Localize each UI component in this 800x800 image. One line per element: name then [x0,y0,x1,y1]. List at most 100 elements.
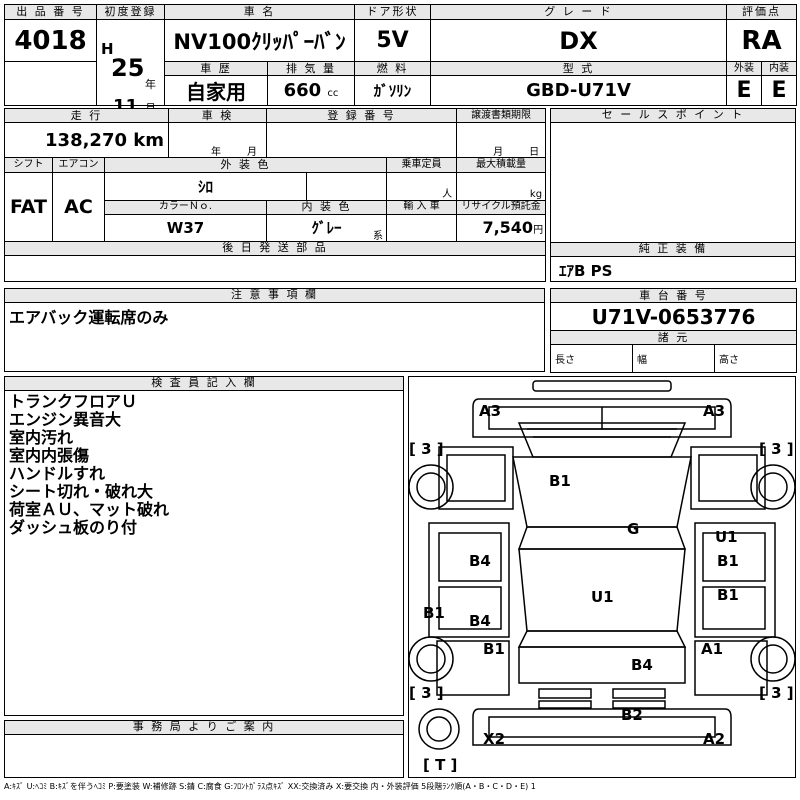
shift: FAT [4,171,53,242]
interior-grade: E [761,75,797,106]
capacity-unit: 人 [386,171,458,201]
mileage-cell: 138,270 km [3,122,170,159]
max-load-unit: kg [456,171,547,201]
damage-b4-left-rear: B4 [469,612,491,630]
int-color: ｸﾞﾚｰ [311,219,342,238]
aircon-label: エアコン [52,157,105,173]
reg-year: 25 [111,54,145,82]
transfer-month-unit: 月 [493,147,504,159]
year-unit: 年 [145,78,156,91]
notice-box: 注 意 事 項 欄 エアバック運転席のみ [4,288,545,372]
exterior-label: 外装 [726,61,762,76]
length-label: 長さ [550,344,633,373]
equipment-label: 純 正 装 備 [551,243,795,257]
damage-a3-right: A3 [703,402,726,420]
damage-b4-rear: B4 [631,656,653,674]
inspector-note: シート切れ・破れ大 [9,482,154,501]
int-color-cell: ｸﾞﾚｰ 系 [266,214,388,243]
capacity-label: 乗車定員 [386,157,458,173]
damage-a2-right: A2 [703,730,726,748]
doors: 5V [354,19,431,62]
mileage-unit: km [133,129,165,151]
import [386,214,458,242]
insp-month-unit: 月 [247,147,258,159]
damage-a1-right-rear: A1 [701,640,724,658]
transfer-label: 譲渡書類期限 [456,107,547,124]
shift-label: シフト [4,157,53,173]
score-label: 評価点 [726,4,797,20]
ext-color-extra [306,171,388,201]
model: GBD-U71V [430,75,727,106]
notice-label: 注 意 事 項 欄 [5,289,544,303]
header-table: 出 品 番 号 初度登録 車 名 ドア形状 グ レ ー ド 評価点 4018 H… [4,4,797,117]
damage-a3-left: A3 [479,402,502,420]
lot-no-label: 出 品 番 号 [4,4,97,20]
history: 自家用 [164,75,268,106]
office-label: 事 務 局 よ り ご 案 内 [5,721,403,735]
color-no-label: カラーＮｏ. [103,199,268,216]
grade: DX [430,19,727,62]
exterior-grade: E [726,75,762,106]
ext-color: ｼﾛ [103,171,308,201]
transfer-day-unit: 日 [529,147,540,159]
history-label: 車 歴 [164,61,268,76]
car-name: NV100ｸﾘｯﾊﾟｰﾊﾞﾝ [164,19,355,62]
recycle-cell: 7,540円 [456,214,547,242]
score: RA [726,19,797,62]
ext-color-label: 外 装 色 [103,157,388,173]
grade-label: グ レ ー ド [430,4,727,20]
later-parts-label: 後 日 発 送 部 品 [3,240,547,257]
damage-b2-bumper: B2 [621,706,643,724]
legend: A:ｷｽﾞ U:ﾍｺﾐ B:ｷｽﾞを伴うﾍｺﾐ P:要塗装 W:補修跡 S:錆 … [4,782,536,791]
model-label: 型 式 [430,61,727,76]
color-no: W37 [103,214,268,242]
mileage-label: 走 行 [3,107,170,124]
inspection-label: 車 検 [168,107,268,124]
recycle-label: リサイクル預託金 [456,199,547,216]
damage-b1-right-front: B1 [717,552,739,570]
sales-points-label: セ ー ル ス ポ イ ン ト [551,109,795,123]
details-table: 走 行 車 検 登 録 番 号 譲渡書類期限 138,270 km 年 月 月 … [3,107,547,282]
reg-no [266,122,458,159]
era: H [101,40,114,58]
tire-rear-right: [ 3 ] [759,684,794,702]
chassis-table: 車 台 番 号 U71V-0653776 諸 元 長さ 幅 高さ [549,288,798,373]
inspector-box: 検 査 員 記 入 欄 トランクフロアＵ エンジン異音大 室内汚れ 室内内張傷 … [4,376,404,716]
recycle: 7,540 [482,218,534,238]
inspection-cell: 年 月 [168,122,268,159]
damage-u1-right-front: U1 [715,528,738,546]
interior-label: 内装 [761,61,797,76]
doors-label: ドア形状 [354,4,431,20]
int-color-label: 内 装 色 [266,199,388,216]
later-parts [3,255,547,282]
equipment-section: 純 正 装 備 ｴｱB PS [551,242,795,284]
width-label: 幅 [632,344,715,373]
inspector-note: 荷室ＡＵ、マット破れ [9,500,170,519]
import-label: 輸 入 車 [386,199,458,216]
inspector-note: エンジン異音大 [9,410,122,429]
displacement-label: 排 気 量 [267,61,355,76]
blank-cell [4,61,97,106]
sales-points-box: セ ー ル ス ポ イ ン ト 純 正 装 備 ｴｱB PS [550,108,796,282]
car-outline [408,380,796,750]
spare-tire: [ T ] [423,756,458,774]
transfer-cell: 月 日 [456,122,547,159]
inspector-note: 室内内張傷 [9,446,90,465]
inspector-note: トランクフロアＵ [9,392,138,411]
first-reg-label: 初度登録 [96,4,165,20]
damage-b1-hood: B1 [549,472,571,490]
damage-u1-roof: U1 [591,588,614,606]
chassis-no: U71V-0653776 [549,302,798,331]
int-color-unit: 系 [373,231,384,243]
fuel-label: 燃 料 [354,61,431,76]
notice-text: エアバック運転席のみ [9,308,169,327]
specs-label: 諸 元 [549,330,798,345]
first-reg-cell: H 25 年 11 月 [96,19,165,117]
tire-rear-left: [ 3 ] [409,684,444,702]
recycle-unit: 円 [533,225,544,237]
mileage: 138,270 [45,129,127,151]
damage-b4-left-front: B4 [469,552,491,570]
inspector-label: 検 査 員 記 入 欄 [5,377,403,391]
damage-b1-left-side: B1 [423,604,445,622]
inspector-notes: トランクフロアＵ エンジン異音大 室内汚れ 室内内張傷 ハンドルすれ シート切れ… [5,391,403,537]
